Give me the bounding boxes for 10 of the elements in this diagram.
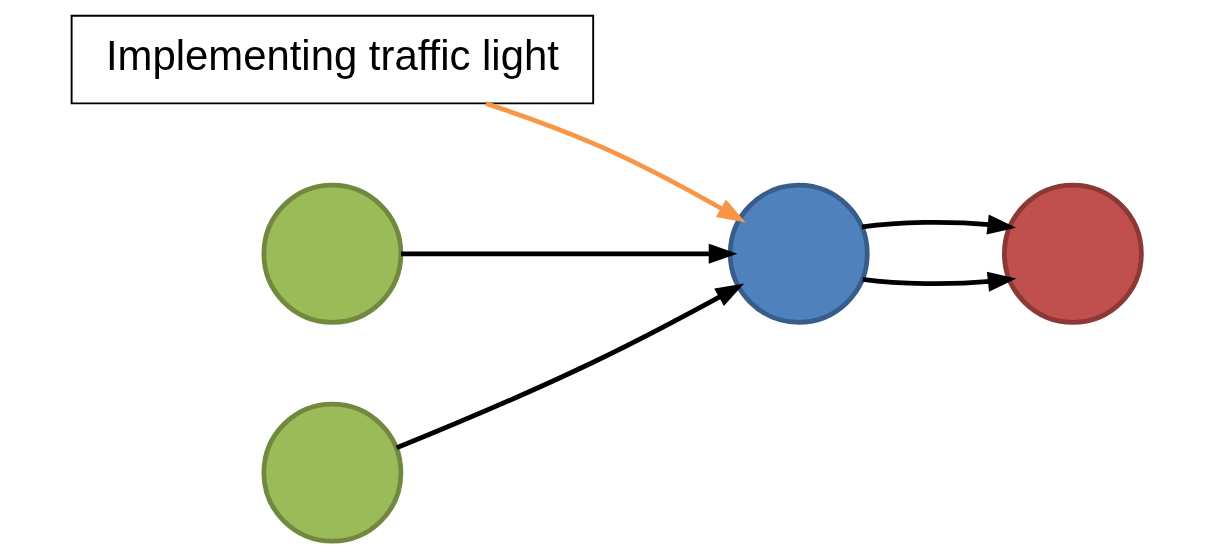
node-circle <box>727 182 870 325</box>
arrow <box>401 243 738 264</box>
node-circle <box>1001 182 1144 325</box>
arrow <box>861 214 1017 235</box>
node-circle <box>261 401 404 544</box>
arrow <box>485 101 746 223</box>
arrow <box>395 283 745 451</box>
node-box: Implementing traffic light <box>70 14 595 105</box>
node-circle <box>261 182 404 325</box>
arrow <box>862 271 1017 292</box>
